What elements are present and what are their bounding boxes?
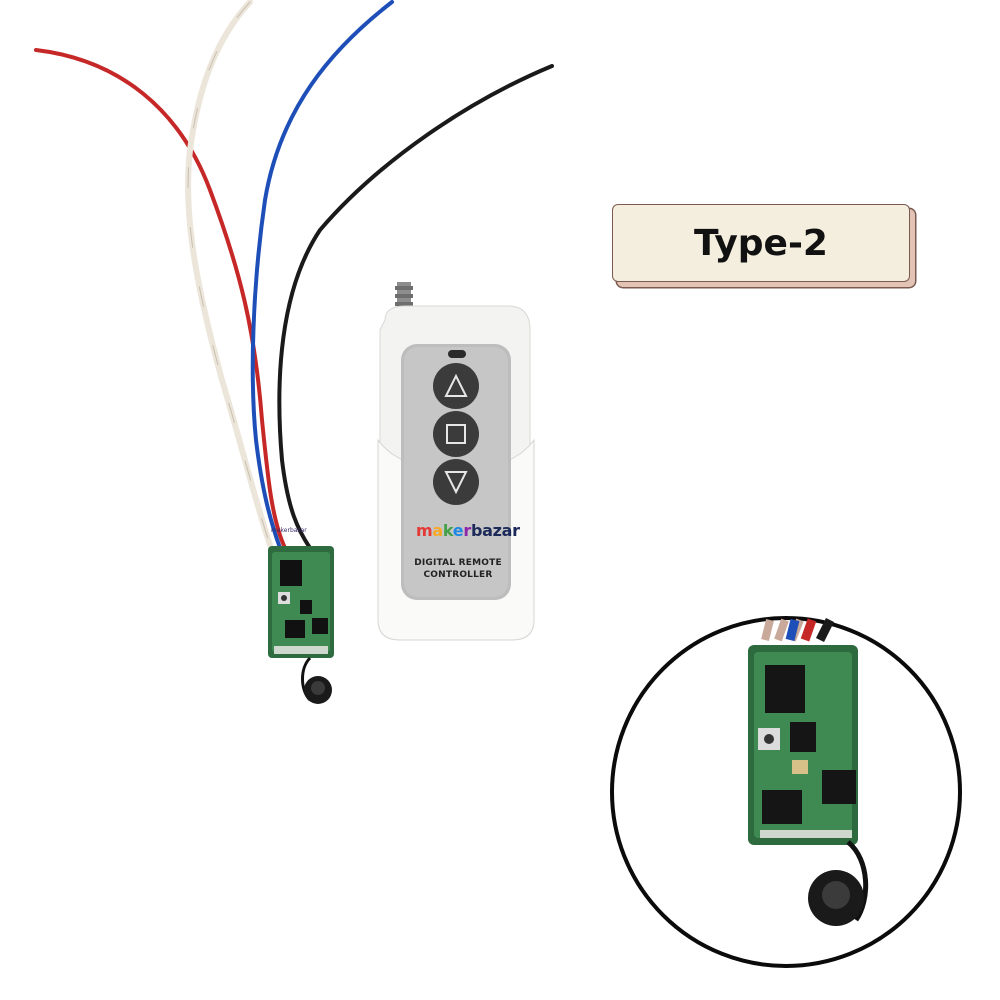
red-wire bbox=[34, 48, 287, 550]
receiver-module bbox=[268, 546, 334, 704]
black-wire bbox=[277, 64, 554, 550]
remote-control bbox=[377, 282, 535, 641]
down-arrow-icon bbox=[444, 471, 468, 495]
up-arrow-icon bbox=[444, 373, 468, 397]
zoom-inset bbox=[610, 616, 962, 968]
up-button[interactable] bbox=[433, 363, 479, 409]
wires bbox=[34, 0, 554, 550]
stop-square-icon bbox=[446, 424, 466, 444]
down-button[interactable] bbox=[433, 459, 479, 505]
blue-wire bbox=[250, 0, 394, 550]
stop-button[interactable] bbox=[433, 411, 479, 457]
white-wire-shade bbox=[187, 1, 271, 546]
